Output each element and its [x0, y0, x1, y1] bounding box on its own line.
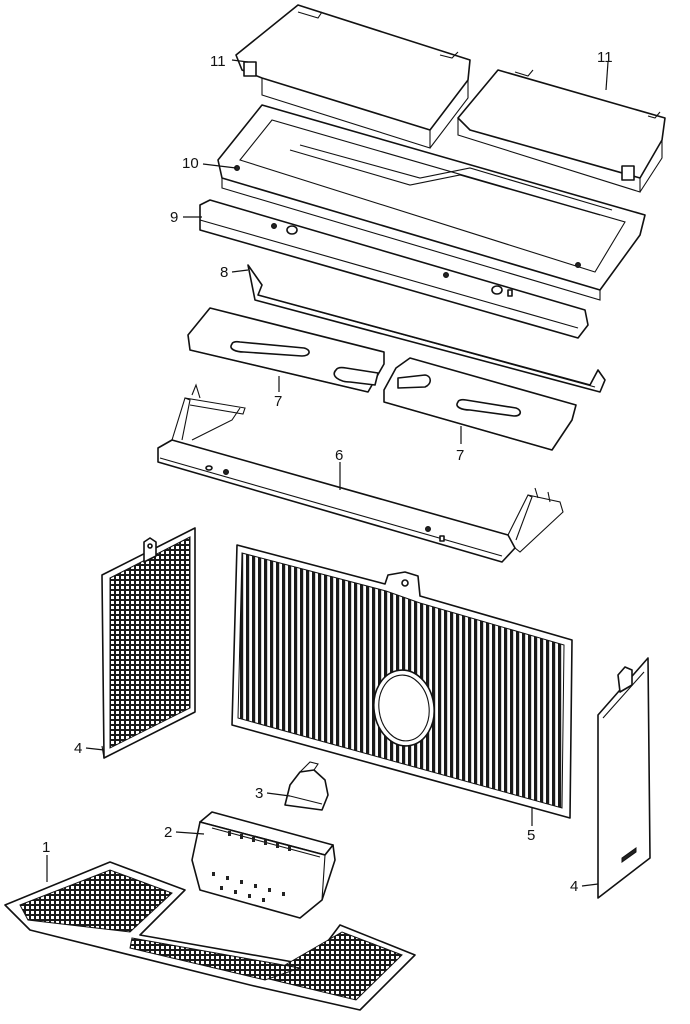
baffle-support	[157, 383, 564, 563]
callout-9: 9	[170, 209, 178, 226]
callout-3: 3	[255, 785, 263, 802]
callout-4-right: 4	[570, 878, 578, 895]
baffle-board-right	[383, 357, 577, 451]
side-panel-right	[597, 657, 651, 899]
callout-2: 2	[164, 824, 172, 841]
retainer-strip	[247, 264, 606, 393]
insulation-board-right	[457, 69, 666, 193]
callout-11-right: 11	[597, 49, 613, 66]
front-channel	[199, 199, 589, 339]
grate	[4, 861, 416, 1011]
callout-10: 10	[182, 155, 199, 172]
callout-7-left: 7	[274, 393, 282, 410]
deflector-clip	[284, 761, 329, 811]
callout-1: 1	[42, 839, 50, 856]
insulation-board-left	[235, 4, 471, 149]
callout-4-left: 4	[74, 740, 82, 757]
baffle-board-left	[187, 307, 385, 393]
callout-11-left: 11	[210, 53, 226, 70]
side-panel-left	[101, 527, 196, 759]
top-frame	[217, 104, 646, 301]
callout-8: 8	[220, 264, 228, 281]
leader-lines	[46, 59, 609, 887]
callout-5: 5	[527, 827, 535, 844]
callout-6: 6	[335, 447, 343, 464]
rear-panel	[231, 544, 573, 819]
callout-7-right: 7	[456, 447, 464, 464]
ash-box	[191, 811, 336, 919]
